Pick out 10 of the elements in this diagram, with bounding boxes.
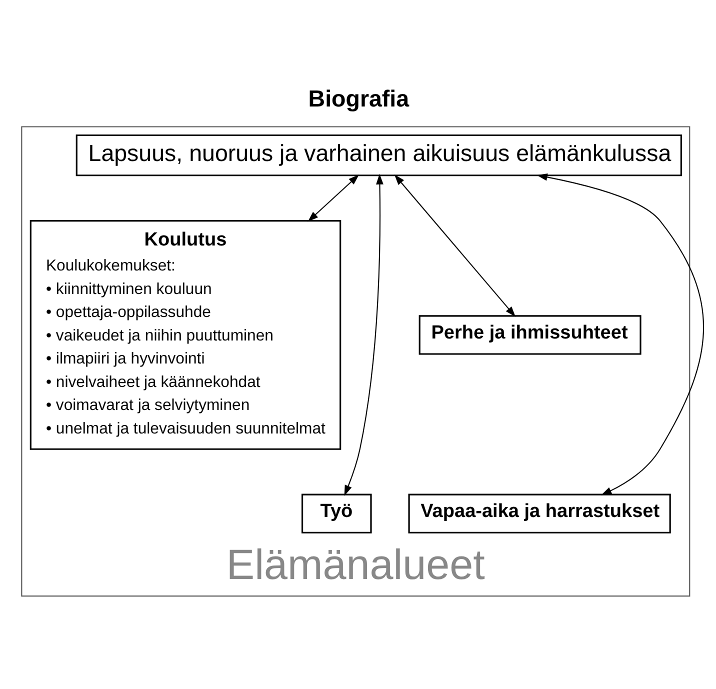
node-box: Vapaa-aika ja harrastukset — [408, 494, 670, 534]
node-box: Työ — [301, 494, 372, 534]
arrow — [344, 174, 383, 496]
arrow — [307, 174, 359, 222]
node-box: Lapsuus, nuoruus ja varhainen aikuisuus elämänkulussa — [75, 134, 682, 176]
diagram-title: Biografia — [308, 85, 409, 112]
arrow — [536, 174, 704, 496]
arrow — [394, 174, 516, 317]
node-box: Koulutus Koulukokemukset: • kiinnittyminen kouluun • opettaja-oppilassuhde • vaikeudet ja niihin puuttuminen • ilmapiiri ja hyvinvointi • nivelvaiheet ja käännekohdat • voimavarat ja selviytyminen • unelmat ja tulevaisuuden suunnitelmat — [29, 220, 341, 450]
node-box: Perhe ja ihmissuhteet — [418, 315, 641, 355]
